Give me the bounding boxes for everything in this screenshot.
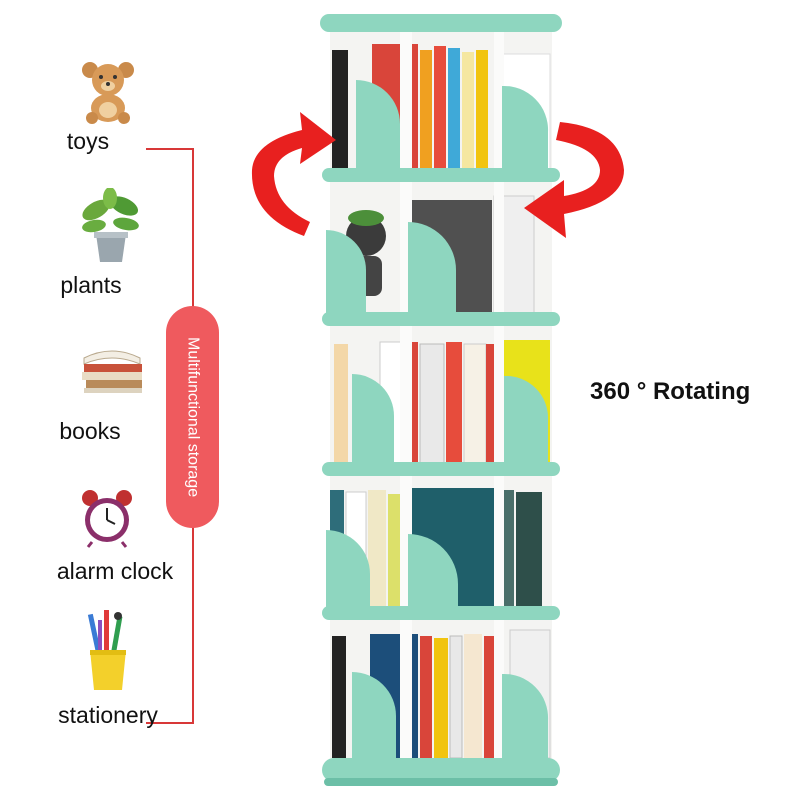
category-label-books: books: [59, 418, 121, 444]
category-label-toys: toys: [66, 128, 110, 154]
rotate-right-arrow-icon: [524, 122, 624, 238]
alarm-clock-icon: [82, 490, 132, 548]
rotate-left-arrow-icon: [251, 112, 336, 236]
category-label-plants: plants: [60, 272, 122, 298]
category-label-stationery: stationery: [58, 702, 158, 728]
category-label-alarm-clock: alarm clock: [56, 558, 174, 584]
books-stack-icon: [82, 350, 142, 393]
potted-plant-icon: [82, 188, 139, 262]
multifunctional-storage-badge: Multifunctional storage: [166, 306, 219, 528]
rotating-feature-text: 360 ° Rotating: [590, 378, 751, 405]
teddy-bear-icon: [82, 62, 134, 124]
rotating-bookshelf: [320, 14, 562, 786]
pen-holder-icon: [87, 610, 126, 690]
badge-text: Multifunctional storage: [184, 336, 202, 498]
